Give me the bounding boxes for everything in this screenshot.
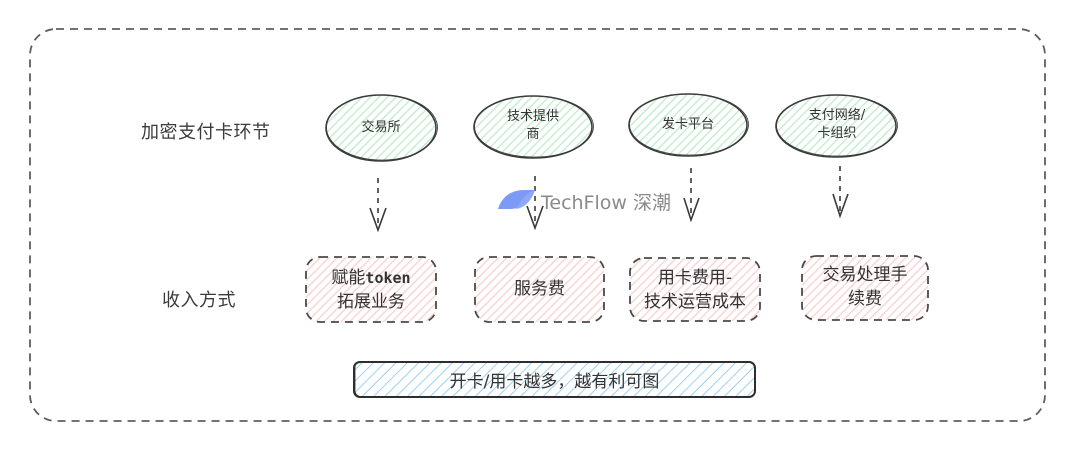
revenue-label-line: 交易处理手	[822, 265, 908, 285]
summary-text: 开卡/用卡越多，越有利可图	[449, 372, 660, 392]
revenue-label-tech-provider: 服务费	[475, 257, 604, 320]
stage-label-line: 卡组织	[817, 126, 857, 141]
stage-node-issuing-platform	[628, 93, 749, 157]
stage-node-payment-network	[775, 94, 898, 158]
watermark-text: TechFlow 深潮	[541, 192, 671, 214]
revenue-label-line: 服务费	[514, 278, 565, 299]
token-word: token	[365, 268, 411, 287]
revenue-box-exchange	[305, 256, 437, 323]
stage-label-line: 技术提供	[506, 109, 559, 124]
revenue-label-payment-network: 交易处理手 续费	[802, 255, 928, 319]
revenue-label-issuing-platform: 用卡费用- 技术运营成本	[630, 258, 760, 321]
stage-label-line: 支付网络/	[808, 108, 866, 123]
outer-group-border	[29, 28, 1046, 422]
revenue-box-issuing-platform	[629, 257, 761, 322]
arrow-issuing-platform	[683, 168, 700, 223]
row-label-revenue: 收入方式	[162, 290, 236, 311]
summary-bar	[353, 361, 756, 398]
revenue-label-line: 续费	[848, 289, 882, 309]
stage-node-tech-provider	[473, 95, 594, 159]
stage-label-line: 发卡平台	[661, 117, 714, 132]
arrow-payment-network	[832, 166, 849, 219]
revenue-label-exchange: 赋能token 拓展业务	[306, 257, 436, 322]
revenue-label-line: 赋能token	[331, 267, 411, 288]
row-label-stages: 加密支付卡环节	[141, 122, 271, 143]
revenue-label-line: 技术运营成本	[644, 291, 746, 312]
techflow-logo-icon	[498, 190, 535, 209]
revenue-label-line: 拓展业务	[337, 291, 405, 312]
revenue-box-tech-provider	[474, 256, 605, 323]
stage-label-exchange: 交易所	[326, 119, 436, 137]
stage-label-issuing-platform: 发卡平台	[629, 116, 747, 134]
stage-label-line: 商	[526, 127, 540, 142]
arrow-tech-provider	[526, 176, 544, 231]
stage-label-tech-provider: 技术提供 商	[474, 108, 592, 144]
revenue-box-payment-network	[801, 255, 929, 321]
stage-label-payment-network: 支付网络/ 卡组织	[777, 107, 897, 143]
revenue-label-line: 用卡费用-	[657, 267, 733, 288]
arrow-exchange	[369, 178, 387, 233]
stage-node-exchange	[325, 94, 438, 162]
stage-label-line: 交易所	[361, 120, 401, 135]
